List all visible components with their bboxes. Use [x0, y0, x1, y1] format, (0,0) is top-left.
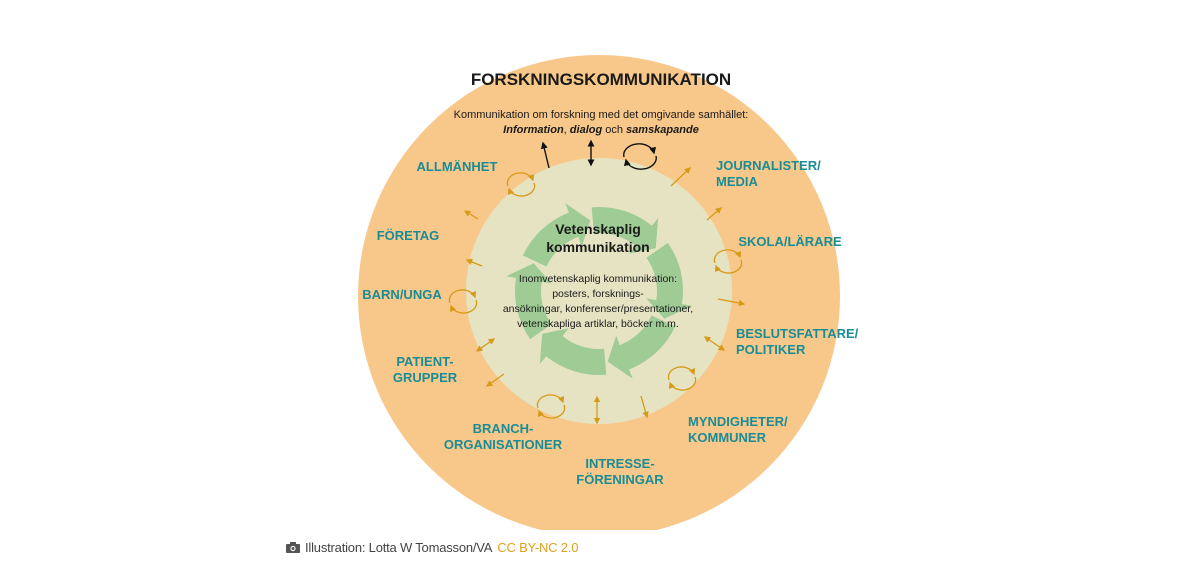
subtitle-samskapande: samskapande	[626, 124, 699, 136]
exchange-loop-allmanhet	[506, 172, 536, 197]
cycle-arrow-4	[539, 328, 607, 375]
exchange-loop-barn	[448, 289, 478, 314]
diagram-subtitle-line2: Information, dialog och samskapande	[503, 124, 699, 136]
credit-text: Illustration: Lotta W Tomasson/VA	[305, 540, 493, 555]
label-patientgrupper: PATIENT-GRUPPER	[393, 354, 458, 385]
exchange-arrow-myndigheter	[640, 395, 649, 419]
exchange-arrow-patient	[475, 338, 496, 352]
exchange-loop-skola	[713, 249, 743, 274]
inner-circle	[466, 158, 732, 424]
label-myndigheter-kommuner: MYNDIGHETER/KOMMUNER	[688, 414, 788, 445]
label-journalister-media: JOURNALISTER/MEDIA	[716, 158, 821, 189]
exchange-loop-myndigheter	[667, 366, 697, 391]
center-title-line1: Vetenskaplig	[555, 221, 641, 237]
cycle-arrow-3	[607, 315, 676, 379]
subtitle-dialog: dialog	[570, 124, 603, 136]
label-intresseforeningar: INTRESSE-FÖRENINGAR	[576, 456, 664, 487]
exchange-arrow-patient-2	[485, 373, 505, 387]
research-communication-diagram: FORSKNINGSKOMMUNIKATION Kommunikation om…	[358, 55, 859, 530]
subtitle-information: Information	[503, 124, 564, 136]
label-branchorganisationer: BRANCH-ORGANISATIONER	[444, 421, 563, 452]
stakeholder-labels: ALLMÄNHET JOURNALISTER/MEDIA FÖRETAG SKO…	[362, 158, 858, 487]
center-body-line2: posters, forsknings-	[552, 288, 644, 300]
diagram-subtitle-line1: Kommunikation om forskning med det omgiv…	[454, 109, 749, 121]
cycle-arrows	[506, 203, 692, 379]
exchange-arrow-beslutsfattare	[717, 298, 746, 307]
diagram-title: FORSKNINGSKOMMUNIKATION	[471, 70, 731, 89]
exchange-arrows	[448, 167, 746, 425]
information-arrow-icon	[540, 141, 550, 169]
exchange-arrow-foretag	[463, 210, 479, 220]
subtitle-sep-1: ,	[564, 124, 570, 136]
exchange-arrow-skola-1	[706, 207, 722, 221]
cycle-arrow-5	[506, 263, 552, 340]
center-title-line2: kommunikation	[546, 239, 649, 255]
cycle-arrow-6	[522, 203, 591, 267]
camera-icon	[286, 542, 300, 553]
image-credit: Illustration: Lotta W Tomasson/VA CC BY-…	[286, 540, 578, 555]
cocreation-cycle-icon	[623, 143, 657, 170]
label-beslutsfattare-politiker: BESLUTSFATTARE/POLITIKER	[736, 326, 859, 357]
exchange-arrow-politiker	[703, 336, 726, 351]
label-allmanhet: ALLMÄNHET	[417, 159, 498, 174]
license-link[interactable]: CC BY-NC 2.0	[497, 540, 579, 555]
cycle-arrow-1	[591, 206, 659, 254]
subtitle-sep-2: och	[602, 124, 626, 136]
cycle-arrow-2	[646, 242, 692, 319]
label-foretag: FÖRETAG	[377, 228, 440, 243]
exchange-arrow-journalister	[670, 167, 691, 187]
center-body-line1: Inomvetenskaplig kommunikation:	[519, 273, 677, 285]
label-skola-larare: SKOLA/LÄRARE	[738, 234, 842, 249]
exchange-arrow-barn	[465, 258, 483, 267]
center-body-line3: ansökningar, konferenser/presentationer,	[503, 303, 693, 315]
center-body-line4: vetenskapliga artiklar, böcker m.m.	[517, 318, 679, 330]
label-barn-unga: BARN/UNGA	[362, 287, 442, 302]
exchange-loop-branch	[536, 394, 566, 419]
